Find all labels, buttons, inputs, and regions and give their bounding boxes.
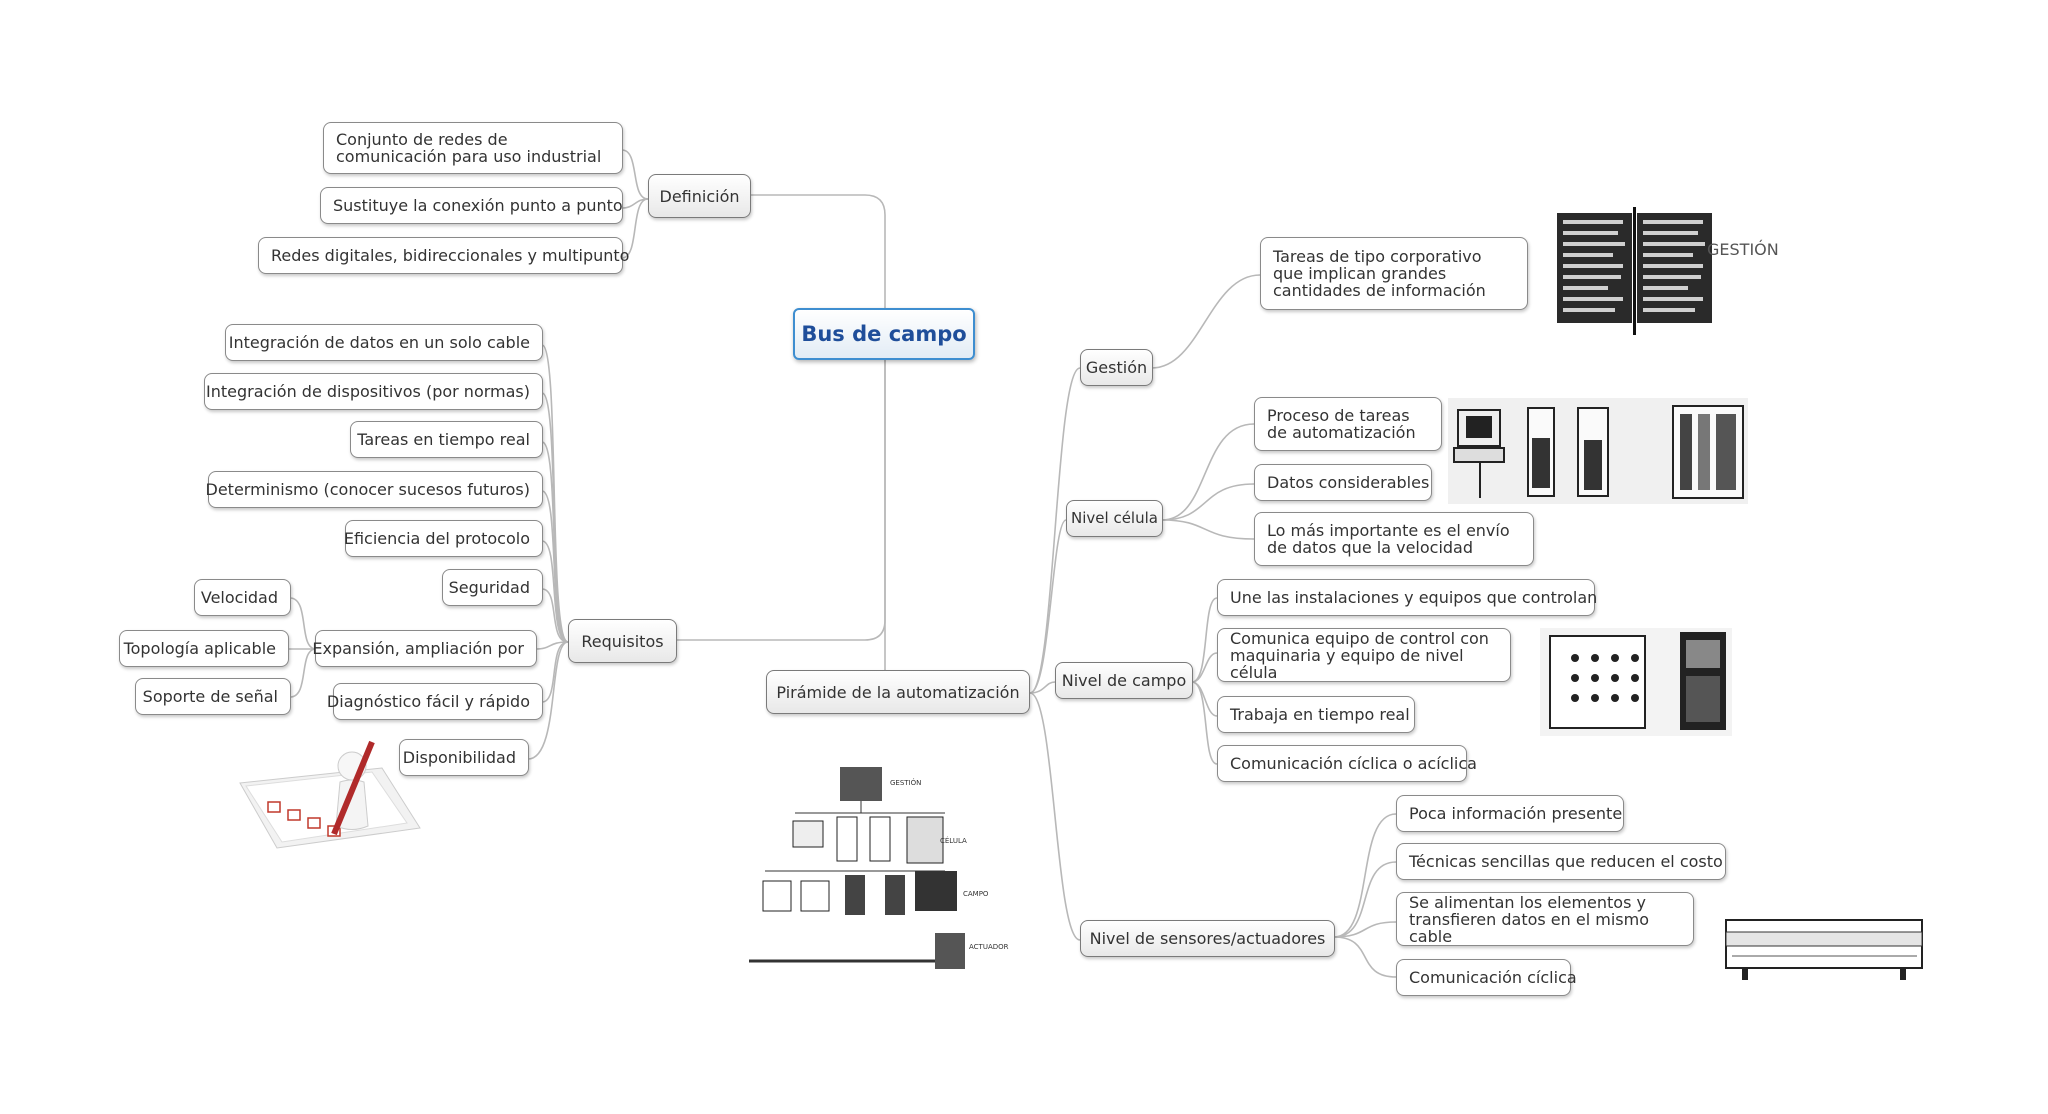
definicion-item[interactable]: Sustituye la conexión punto a punto: [320, 187, 623, 224]
pyramid-label-actuador: ACTUADOR / SENSOR: [969, 943, 1010, 951]
expansion-item[interactable]: Soporte de señal: [135, 678, 291, 715]
level-celula[interactable]: Nivel célula: [1066, 500, 1163, 537]
celula-item[interactable]: Lo más importante es el envío de datos q…: [1254, 512, 1534, 566]
definicion-item[interactable]: Conjunto de redes de comunicación para u…: [323, 122, 623, 174]
requisitos-item[interactable]: Eficiencia del protocolo: [344, 520, 543, 557]
branch-piramide[interactable]: Pirámide de la automatización: [766, 670, 1030, 714]
definicion-item[interactable]: Redes digitales, bidireccionales y multi…: [258, 237, 629, 274]
requisitos-item[interactable]: Integración de dispositivos (por normas): [204, 373, 543, 410]
level-gestion[interactable]: Gestión: [1080, 349, 1153, 386]
central-topic[interactable]: Bus de campo: [793, 308, 975, 360]
automation-pyramid-image: GESTIÓN CÉLULA CAMPO ACTUADOR / SENSOR: [745, 763, 1010, 975]
requisitos-item[interactable]: Disponibilidad: [399, 739, 529, 776]
branch-definicion[interactable]: Definición: [648, 174, 751, 218]
requisitos-item[interactable]: Determinismo (conocer sucesos futuros): [206, 471, 543, 508]
campo-item[interactable]: Comunica equipo de control con maquinari…: [1217, 628, 1511, 682]
pyramid-label-celula: CÉLULA: [940, 836, 967, 845]
expansion-item[interactable]: Velocidad: [194, 579, 291, 616]
requisitos-item[interactable]: Seguridad: [442, 569, 543, 606]
celula-equipment-image: [1448, 398, 1748, 504]
gestion-computer-image: GESTIÓN: [1555, 205, 1795, 337]
sensores-item[interactable]: Poca información presente: [1396, 795, 1624, 832]
campo-item[interactable]: Une las instalaciones y equipos que cont…: [1217, 579, 1597, 616]
pyramid-label-campo: CAMPO: [963, 890, 989, 898]
expansion-item[interactable]: Topología aplicable: [119, 630, 289, 667]
celula-item[interactable]: Datos considerables: [1254, 464, 1432, 501]
campo-item[interactable]: Comunicación cíclica o acíclica: [1217, 745, 1477, 782]
sensores-item[interactable]: Comunicación cíclica: [1396, 959, 1577, 996]
sensores-item[interactable]: Técnicas sencillas que reducen el costo: [1396, 843, 1726, 880]
requisitos-item[interactable]: Diagnóstico fácil y rápido: [327, 683, 543, 720]
campo-item[interactable]: Trabaja en tiempo real: [1217, 696, 1415, 733]
requisitos-item[interactable]: Integración de datos en un solo cable: [225, 324, 543, 361]
checklist-figure-image: [222, 738, 427, 873]
branch-requisitos[interactable]: Requisitos: [568, 619, 677, 663]
level-campo[interactable]: Nivel de campo: [1055, 662, 1193, 699]
campo-equipment-image: [1540, 628, 1732, 736]
level-sensores[interactable]: Nivel de sensores/actuadores: [1080, 920, 1335, 957]
celula-item[interactable]: Proceso de tareas de automatización: [1254, 397, 1442, 451]
pyramid-label-gestion: GESTIÓN: [890, 778, 921, 787]
requisitos-item-expansion[interactable]: Expansión, ampliación por: [312, 630, 537, 667]
sensor-actuator-image: [1722, 912, 1927, 982]
requisitos-item[interactable]: Tareas en tiempo real: [350, 421, 543, 458]
sensores-item[interactable]: Se alimentan los elementos y transfieren…: [1396, 892, 1694, 946]
gestion-item[interactable]: Tareas de tipo corporativo que implican …: [1260, 237, 1528, 310]
gestion-image-label: GESTIÓN: [1707, 240, 1779, 259]
